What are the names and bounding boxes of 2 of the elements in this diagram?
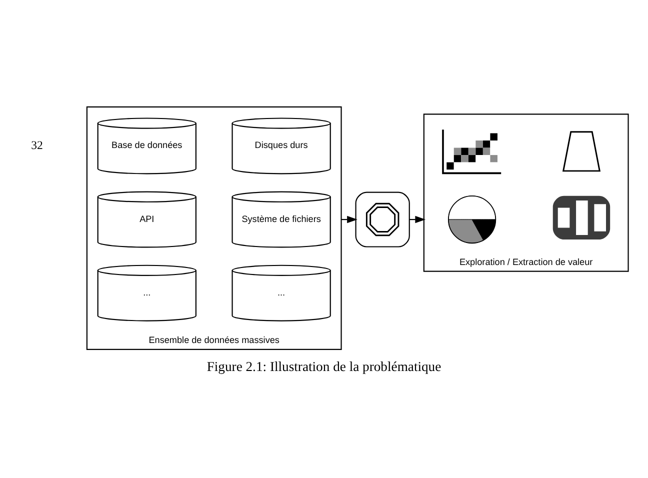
caption: Figure 2.1: Illustration de la problématique	[206, 358, 442, 374]
label: 32	[31, 138, 43, 152]
